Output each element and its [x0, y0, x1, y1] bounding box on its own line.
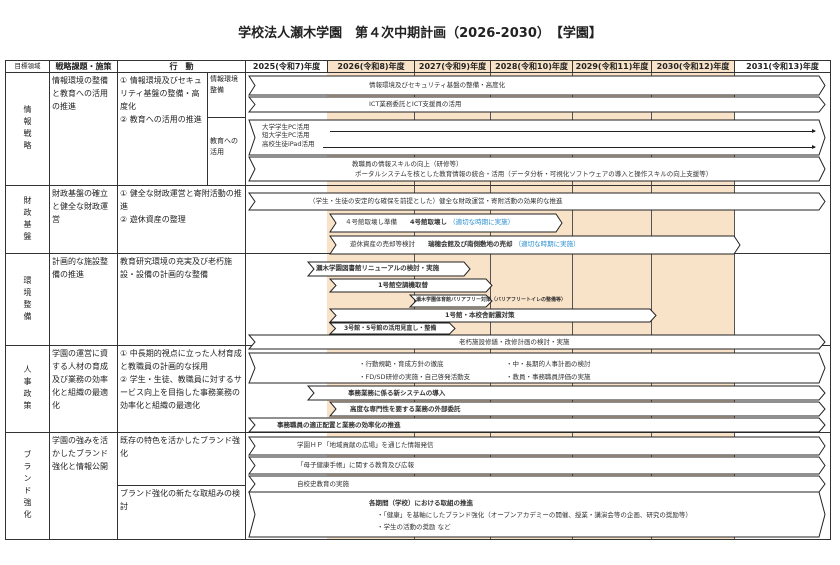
- chevron-arrow-icon: [329, 235, 741, 255]
- timeline-bar: ICT業務委託とICT支援員の活用: [247, 96, 826, 113]
- chevron-arrow-icon: [306, 261, 471, 277]
- chevron-arrow-icon: [328, 322, 456, 335]
- chevron-arrow-icon: [329, 213, 563, 233]
- chevron-arrow-icon: [248, 352, 826, 384]
- sub-info-env: 情報環境整備: [207, 72, 246, 118]
- action-finance: ① 健全な財政運営と寄附活動の推進 ② 遊休資産の整理: [117, 185, 246, 254]
- chevron-arrow-icon: [247, 334, 826, 350]
- chevron-arrow-icon: [328, 401, 826, 417]
- timeline-bar: 高度な専門性を要する業務の外部委託: [328, 401, 826, 417]
- action-brand-2: ブランド強化の新たな取組みの検討: [117, 485, 246, 540]
- timeline-bar: 瀬木学園図書館リニューアルの検討・実施: [306, 261, 471, 277]
- chevron-arrow-icon: [248, 75, 826, 96]
- action-hr: ① 中長期的視点に立った人材育成と教職員の計画的な採用 ② 学生・生徒、教職員に…: [117, 345, 246, 433]
- action-env: 教育研究環境の充実及び老朽施設・設備の計画的な整備: [117, 253, 246, 346]
- strategy-info: 情報環境の整備と教育への活用の推進: [49, 72, 118, 186]
- timeline-bar: （学生・生徒の安定的な確保を前提とした）健全な財政運営・寄附活動の効果的な推進: [248, 192, 826, 211]
- goal-brand: ブランド強化: [5, 432, 50, 540]
- page-title: 学校法人瀬木学園 第４次中期計画（2026-2030） 【学園】: [238, 26, 602, 41]
- strategy-hr: 学園の運営に資する人材の育成及び業務の効率化と組織の最適化: [49, 345, 118, 433]
- timeline-bar: ・行動規範・育成方針の徹底 ・中・長期的人事計画の検討 ・FD/SD研修の実施・…: [248, 352, 826, 384]
- timeline-bar: 自校史教育の実施: [248, 475, 826, 493]
- goal-info: 情報戦略: [5, 72, 50, 186]
- timeline-bar: 事務業務に係る新システムの導入: [306, 385, 826, 401]
- chevron-arrow-icon: [248, 192, 826, 211]
- timeline-bar: ４号館取壊し準備 4号館取壊し （適切な時期に実施）: [329, 213, 563, 233]
- timeline-bar: 3号館・5号館の活用見直し・整備: [328, 322, 456, 335]
- timeline-bar: 大学学生PC活用 短大学生PC活用 高校生徒iPad活用: [248, 119, 826, 156]
- chevron-arrow-icon: [328, 278, 493, 293]
- header-year: 2028(令和10)年度: [490, 60, 573, 73]
- timeline-bar: 1号館空調機取替: [328, 278, 493, 293]
- goal-finance: 財政基盤: [5, 185, 50, 254]
- arrow-line: [330, 129, 816, 133]
- action-info: ① 情報環境及びセキュリティ基盤の整備・高度化 ② 教育への活用の推進: [117, 72, 208, 186]
- timeline-bar: 「母子健康手帳」に関する教育及び広報: [248, 456, 826, 475]
- chevron-arrow-icon: [248, 156, 826, 182]
- chevron-arrow-icon: [248, 119, 826, 156]
- sub-info-edu: 教育への活用: [207, 117, 246, 186]
- timeline-bar: 老朽施設修繕・改修計画の検討・実施: [247, 334, 826, 350]
- chevron-arrow-icon: [408, 294, 493, 308]
- timeline-bar: 学園ＨＰ「地域貢献の広場」を通じた情報発信: [248, 436, 826, 456]
- chevron-arrow-icon: [328, 308, 657, 323]
- chevron-arrow-icon: [306, 385, 826, 401]
- chevron-arrow-icon: [248, 456, 826, 475]
- timeline-bar: 事務職員の適正配置と業務の効率化の推進: [247, 417, 826, 433]
- header-year: 2027(令和9)年度: [414, 60, 491, 73]
- timeline-bar: 各期間（学校）における取組の推進 ・「健康」を基軸にしたブランド強化（オープンア…: [248, 491, 826, 538]
- strategy-finance: 財政基盤の確立と健全な財政運営: [49, 185, 118, 254]
- grid-line: [572, 60, 573, 540]
- strategy-brand: 学園の強みを活かしたブランド強化と情報公開: [49, 432, 118, 540]
- goal-env: 環境整備: [5, 253, 50, 346]
- chevron-arrow-icon: [248, 436, 826, 456]
- timeline-bar: 情報環境及びセキュリティ基盤の整備・高度化: [248, 75, 826, 96]
- chevron-arrow-icon: [248, 491, 826, 538]
- chevron-arrow-icon: [247, 417, 826, 433]
- header-year: 2031(令和13)年度: [734, 60, 831, 73]
- goal-hr: 人事政策: [5, 345, 50, 433]
- chevron-arrow-icon: [247, 96, 826, 113]
- timeline-bar: 1号館・本校舎耐震対策: [328, 308, 657, 323]
- header-year: 2025(令和7)年度: [245, 60, 328, 73]
- grid-line: [734, 60, 735, 540]
- header-year: 2030(令和12)年度: [651, 60, 735, 73]
- header-year: 2026(令和8)年度: [327, 60, 415, 73]
- grid-line: [651, 60, 652, 540]
- timeline-bar: 教職員の情報スキルの向上（研修等） ポータルシステムを核とした教育情報の統合・活…: [248, 156, 826, 182]
- action-brand-1: 既存の特色を活かしたブランド強化: [117, 432, 246, 486]
- header-year: 2029(令和11)年度: [572, 60, 652, 73]
- arrow-line: [323, 145, 816, 149]
- timeline-bar: 瀬木学園体育館バリアフリー対策（バリアフリートイレの整備等）: [408, 294, 566, 308]
- strategy-env: 計画的な施設整備の推進: [49, 253, 118, 346]
- timeline-bar: 遊休資産の売却等検討 瑞穂会館及び南側敷地の売却 （適切な時期に実施）: [329, 235, 741, 255]
